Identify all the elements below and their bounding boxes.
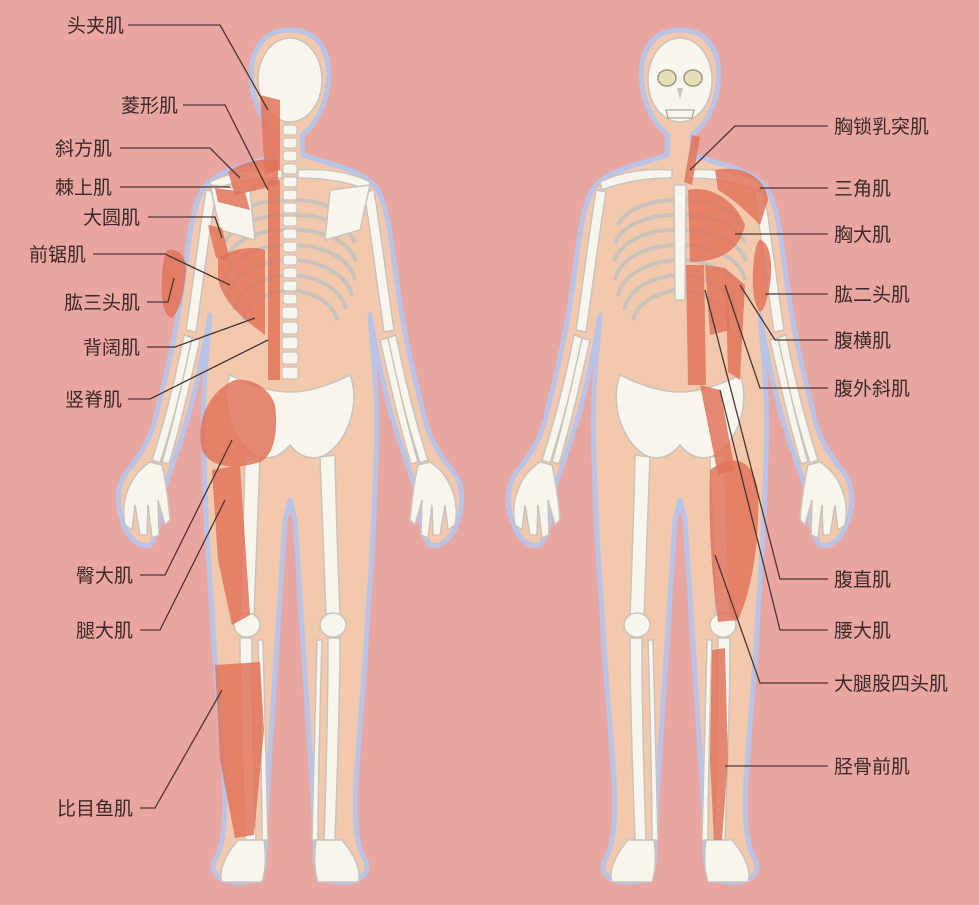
label-transversus-abdominis: 腹横肌 (834, 330, 891, 352)
label-sternocleidomastoid: 胸锁乳突肌 (834, 116, 929, 138)
label-biceps: 肱二头肌 (834, 284, 910, 306)
label-quadriceps: 大腿股四头肌 (834, 673, 948, 695)
back-figure (118, 30, 461, 882)
front-figure (508, 30, 851, 882)
label-rectus-abdominis: 腹直肌 (834, 569, 891, 591)
label-supraspinatus: 棘上肌 (55, 177, 112, 199)
rectus-abdominis-muscle (686, 265, 706, 385)
label-rhomboid: 菱形肌 (121, 95, 178, 117)
label-trapezius: 斜方肌 (55, 138, 112, 160)
label-tibialis-anterior: 胫骨前肌 (834, 756, 910, 778)
label-gluteus-maximus: 臀大肌 (76, 565, 133, 587)
label-splenius-capitis: 头夹肌 (67, 15, 124, 37)
label-hamstrings: 腿大肌 (76, 620, 133, 642)
label-pectoralis-major: 胸大肌 (834, 224, 891, 246)
label-external-oblique: 腹外斜肌 (834, 378, 910, 400)
label-triceps: 肱三头肌 (64, 292, 140, 314)
label-deltoid: 三角肌 (834, 178, 891, 200)
erector-spinae-muscle (268, 180, 280, 380)
label-soleus: 比目鱼肌 (57, 798, 133, 820)
label-psoas-major: 腰大肌 (834, 620, 891, 642)
label-erector-spinae: 竖脊肌 (65, 389, 122, 411)
label-latissimus-dorsi: 背阔肌 (83, 337, 140, 359)
label-teres-major: 大圆肌 (83, 207, 140, 229)
front-labels: 胸锁乳突肌 三角肌 胸大肌 肱二头肌 腹横肌 腹外斜肌 腹直肌 腰大肌 大腿股四… (834, 116, 948, 778)
label-serratus-anterior: 前锯肌 (29, 244, 86, 266)
